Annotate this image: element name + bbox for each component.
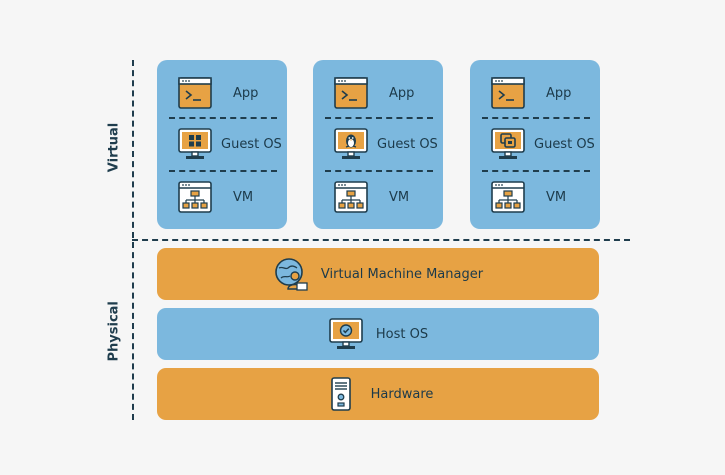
guest-os-label: Guest OS [377, 136, 438, 152]
vm-card-1: App Guest OS VM [157, 60, 287, 229]
guest-os-label: Guest OS [221, 136, 282, 152]
app-row: App [470, 73, 600, 113]
app-terminal-icon [333, 74, 369, 112]
separator [169, 170, 277, 172]
linux-logo-icon [333, 125, 369, 163]
guest-os-label: Guest OS [534, 136, 595, 152]
app-terminal-icon [177, 74, 213, 112]
vm-card-3: App Guest OS VM [470, 60, 600, 229]
separator [482, 170, 590, 172]
app-row: App [313, 73, 443, 113]
hardware-layer: Hardware [157, 368, 599, 420]
vm-row: VM [470, 177, 600, 217]
vm-network-icon [490, 178, 526, 216]
app-terminal-icon [490, 74, 526, 112]
host-os-check-monitor-icon [329, 318, 363, 349]
separator [169, 117, 277, 119]
vmm-layer: Virtual Machine Manager [157, 248, 599, 300]
host-os-label: Host OS [375, 326, 429, 342]
app-row: App [157, 73, 287, 113]
app-label: App [546, 85, 572, 101]
windows-logo-icon [177, 125, 213, 163]
vm-label: VM [389, 189, 410, 205]
vm-network-icon [177, 178, 213, 216]
hardware-label: Hardware [370, 386, 434, 402]
window-stack-icon [490, 125, 526, 163]
guest-os-row: Guest OS [157, 124, 287, 164]
separator [482, 117, 590, 119]
separator [325, 117, 433, 119]
vm-row: VM [157, 177, 287, 217]
vm-row: VM [313, 177, 443, 217]
vmm-label: Virtual Machine Manager [320, 266, 484, 282]
app-label: App [233, 85, 259, 101]
virtual-label: Virtual [106, 122, 122, 173]
separator [325, 170, 433, 172]
vm-network-icon [333, 178, 369, 216]
server-tower-icon [330, 377, 351, 411]
host-os-layer: Host OS [157, 308, 599, 360]
hypervisor-globe-icon [275, 258, 308, 291]
vm-label: VM [233, 189, 254, 205]
physical-label: Physical [106, 301, 122, 362]
app-label: App [389, 85, 415, 101]
virtual-physical-divider [132, 239, 630, 241]
vm-label: VM [546, 189, 567, 205]
guest-os-row: Guest OS [470, 124, 600, 164]
vm-card-2: App Guest OS VM [313, 60, 443, 229]
guest-os-row: Guest OS [313, 124, 443, 164]
